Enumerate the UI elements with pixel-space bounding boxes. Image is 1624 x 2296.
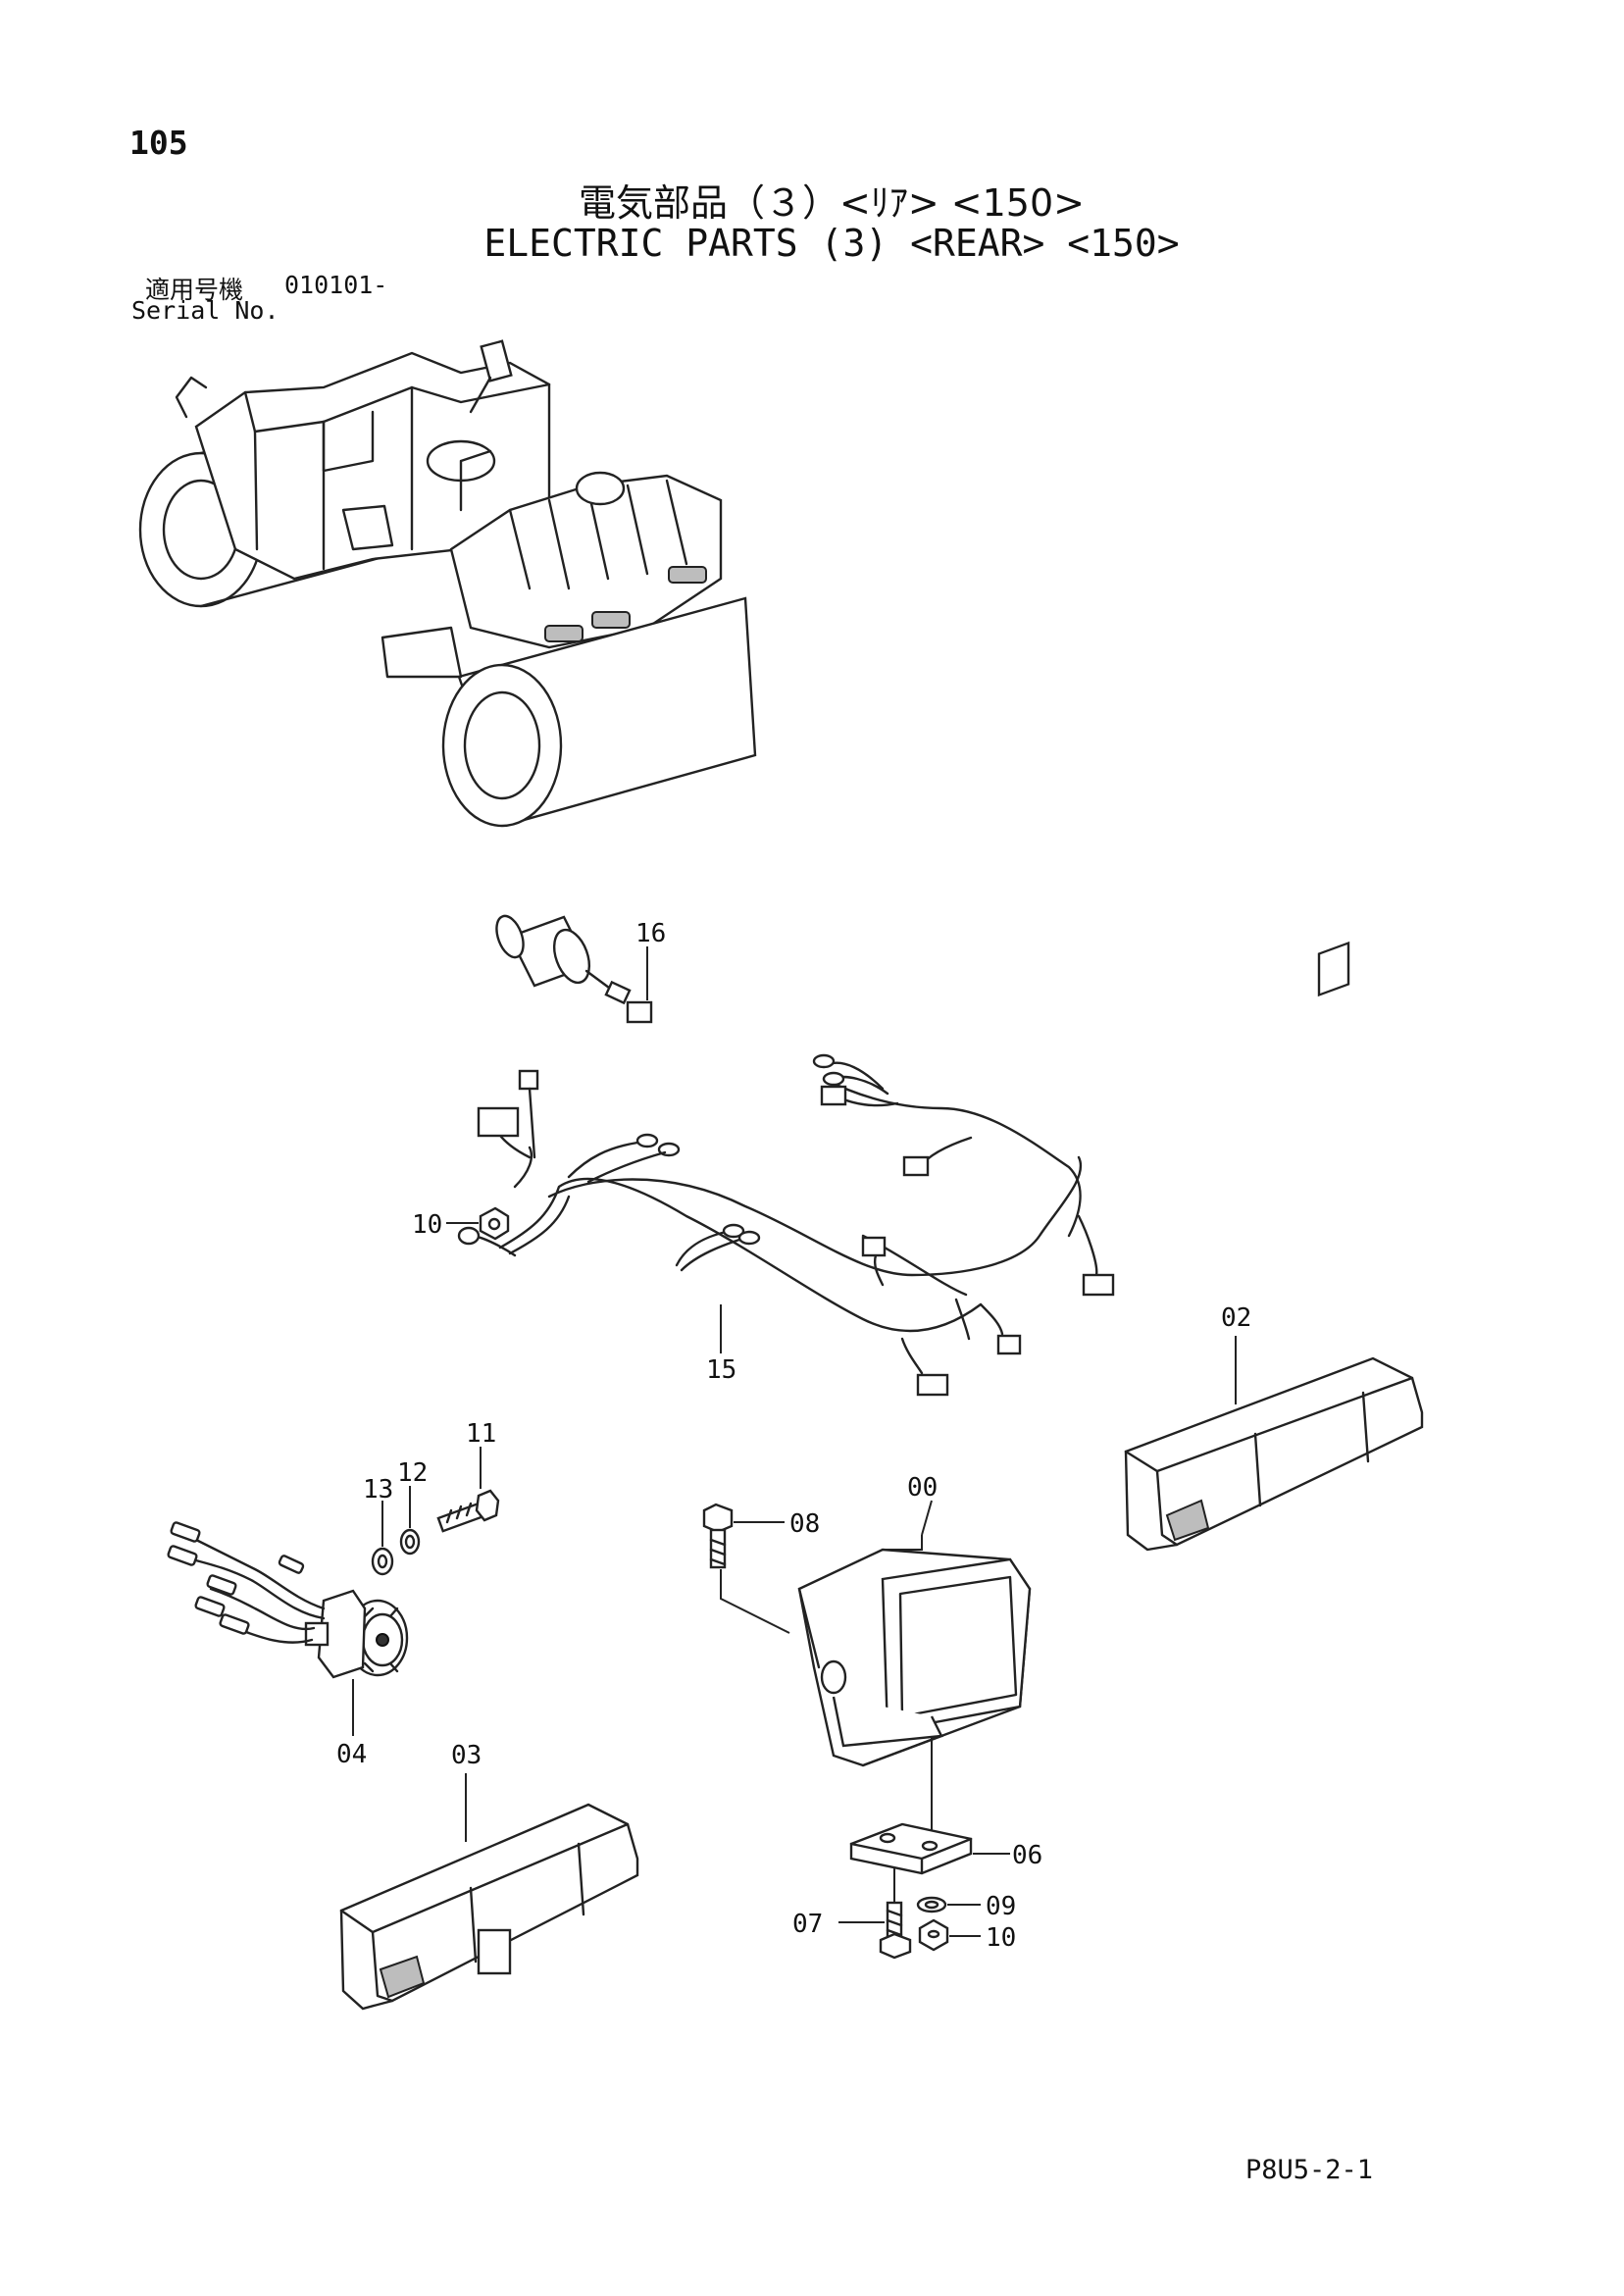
page-code: P8U5-2-1	[1245, 2155, 1374, 2185]
callout-03: 03	[451, 1741, 482, 1770]
part-09-washer: 09	[916, 1892, 1016, 1921]
connector	[477, 1106, 520, 1138]
callout-11: 11	[466, 1419, 496, 1449]
part-02-tail-lamp-right: 02	[1124, 941, 1424, 1552]
serial-label-english: Serial No.	[131, 296, 279, 325]
part-10-nut-lower: 10	[918, 1918, 1016, 1953]
serial-number-value: 010101-	[284, 271, 388, 299]
callout-07: 07	[792, 1910, 823, 1939]
page-title-japanese: 電気部品（３）<ﾘｱ> <150>	[579, 181, 1085, 225]
serial-label-japanese: 適用号機	[145, 276, 244, 304]
part-11-bolt: 11	[436, 1419, 500, 1533]
callout-16: 16	[635, 919, 666, 948]
callout-02: 02	[1221, 1303, 1251, 1333]
part-03-tail-lamp-left: 03	[339, 1741, 639, 2011]
part-15-wire-harness: 15 10	[412, 1053, 1115, 1397]
callout-15: 15	[706, 1355, 736, 1385]
callout-12: 12	[397, 1458, 428, 1488]
callout-08: 08	[789, 1509, 820, 1539]
part-10-nut-upper: 10	[412, 1206, 510, 1241]
part-06-plate: 06	[849, 1822, 1042, 1875]
part-16-sensor: 16	[495, 914, 666, 1024]
part-00-work-light: 00	[720, 1473, 1032, 1854]
page-title-english: ELECTRIC PARTS (3) <REAR> <150>	[483, 222, 1180, 265]
callout-00: 00	[907, 1473, 938, 1503]
page-number: 105	[129, 124, 188, 162]
callout-06: 06	[1012, 1841, 1042, 1870]
part-07-bolt: 07	[792, 1868, 912, 1960]
callout-13: 13	[363, 1475, 393, 1505]
callout-09: 09	[986, 1892, 1016, 1921]
callout-04: 04	[336, 1740, 367, 1769]
part-08-bolt: 08	[702, 1503, 820, 1569]
callout-10-lower: 10	[986, 1923, 1016, 1953]
part-13-washer: 13	[363, 1475, 393, 1576]
part-12-washer: 12	[397, 1458, 428, 1556]
callout-10-upper: 10	[412, 1210, 442, 1240]
part-04-switch: 04	[167, 1521, 409, 1769]
machine-overview-illustration	[138, 339, 757, 828]
